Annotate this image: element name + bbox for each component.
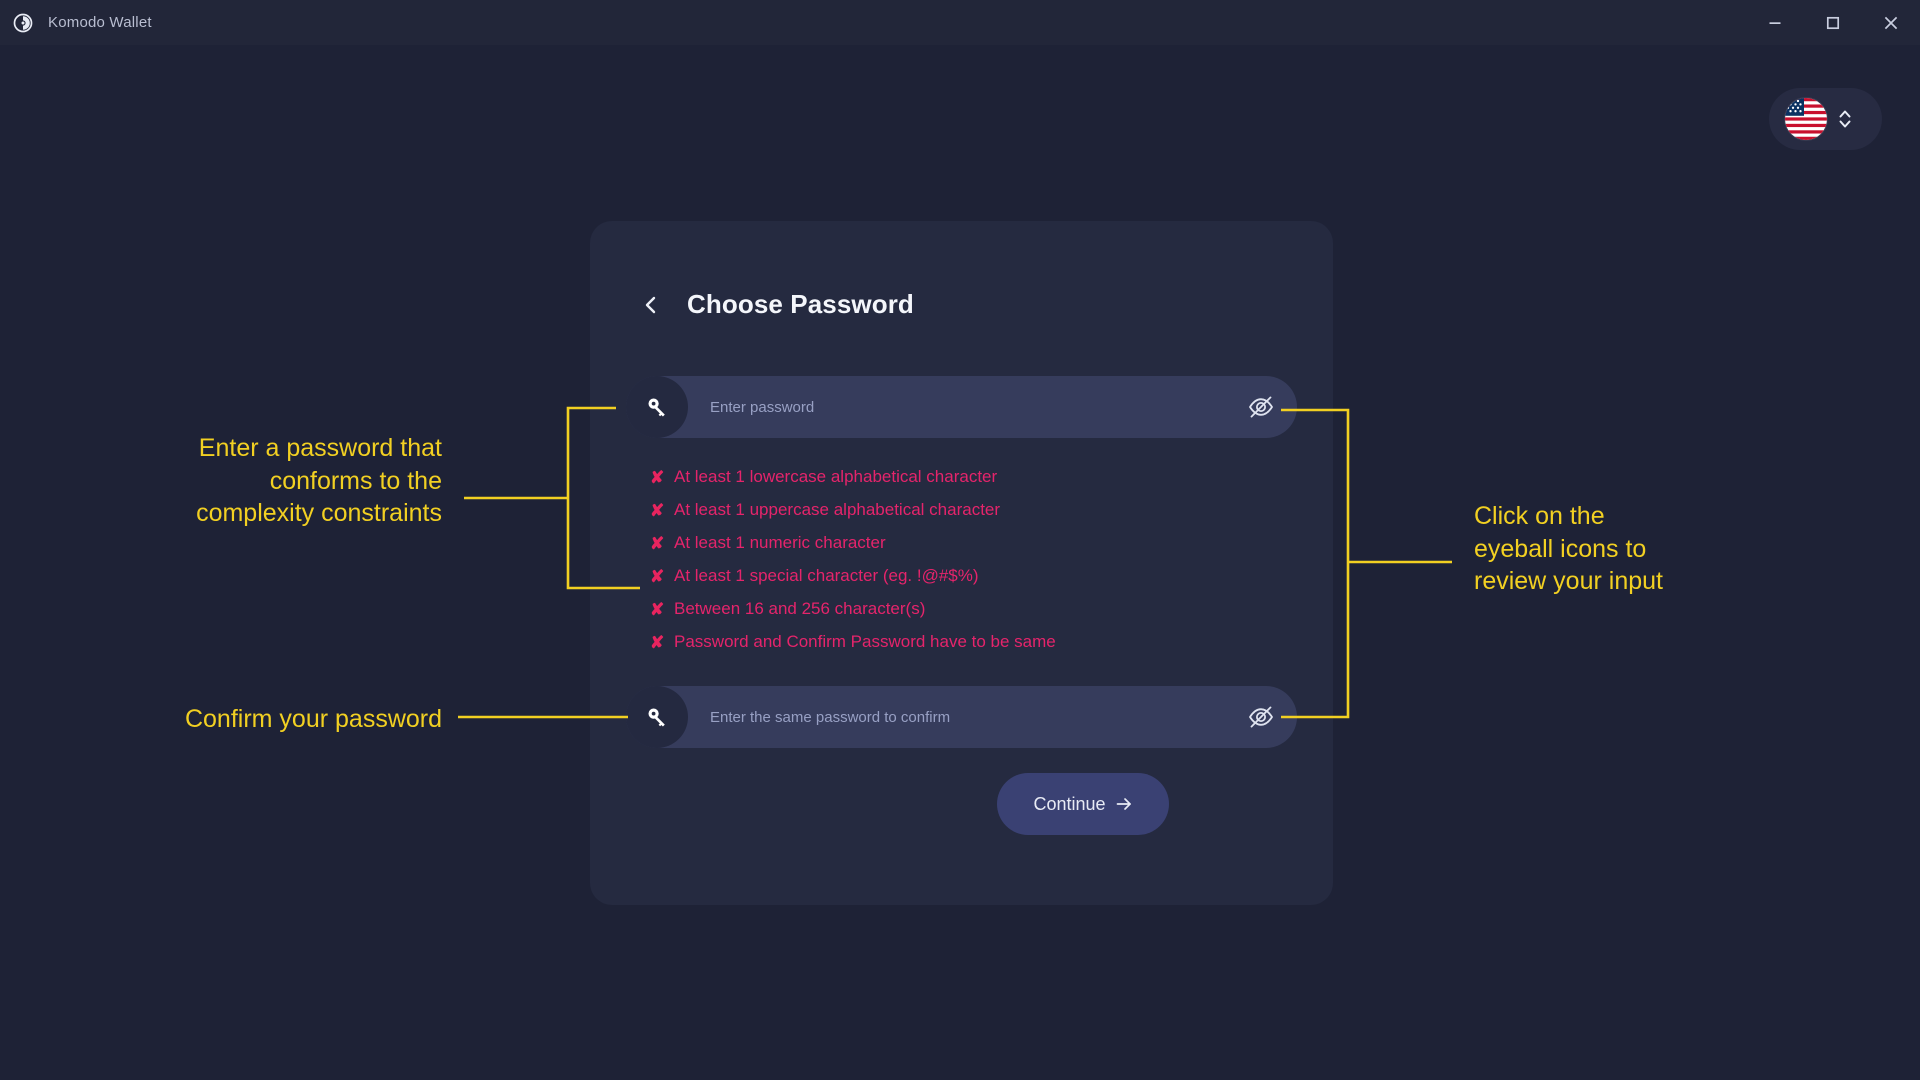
title-bar: Komodo Wallet	[0, 0, 1920, 45]
validation-row: ✘ At least 1 special character (eg. !@#$…	[650, 565, 1056, 587]
validation-text: At least 1 lowercase alphabetical charac…	[674, 467, 998, 486]
confirm-password-visibility-toggle[interactable]	[1233, 686, 1289, 748]
cross-icon: ✘	[650, 632, 665, 652]
back-button[interactable]	[636, 290, 666, 320]
cross-icon: ✘	[650, 599, 665, 619]
eye-off-icon	[1249, 396, 1273, 418]
chevron-up-down-icon	[1837, 107, 1853, 131]
password-validation-list: ✘ At least 1 lowercase alphabetical char…	[650, 466, 1056, 653]
page-title: Choose Password	[687, 289, 914, 319]
cross-icon: ✘	[650, 500, 665, 520]
cross-icon: ✘	[650, 467, 665, 487]
minimize-icon	[1769, 21, 1781, 24]
key-icon	[626, 686, 688, 748]
continue-button[interactable]: Continue	[997, 773, 1169, 835]
komodo-logo-icon	[12, 12, 34, 34]
card-header: Choose Password	[590, 221, 1333, 320]
maximize-button[interactable]	[1804, 0, 1862, 45]
password-field-wrapper	[626, 376, 1297, 438]
validation-text: At least 1 special character (eg. !@#$%)	[674, 566, 979, 585]
validation-row: ✘ At least 1 uppercase alphabetical char…	[650, 499, 1056, 521]
us-flag-icon	[1785, 98, 1827, 140]
minimize-button[interactable]	[1746, 0, 1804, 45]
validation-row: ✘ Between 16 and 256 character(s)	[650, 598, 1056, 620]
validation-row: ✘ At least 1 numeric character	[650, 532, 1056, 554]
continue-button-label: Continue	[1033, 793, 1106, 814]
confirm-password-input[interactable]	[688, 686, 1233, 748]
close-icon	[1884, 16, 1898, 29]
annotation-confirm-password: Confirm your password	[184, 705, 442, 733]
annotation-password-complexity: Enter a password that conforms to the co…	[196, 434, 442, 527]
validation-text: At least 1 numeric character	[674, 533, 886, 552]
language-selector[interactable]	[1769, 88, 1882, 150]
annotation-eyeball-icons: Click on the eyeball icons to review you…	[1474, 502, 1663, 595]
validation-text: Password and Confirm Password have to be…	[674, 632, 1056, 651]
key-icon	[626, 376, 688, 438]
validation-row: ✘ At least 1 lowercase alphabetical char…	[650, 466, 1056, 488]
password-visibility-toggle[interactable]	[1233, 376, 1289, 438]
cross-icon: ✘	[650, 566, 665, 586]
chevron-left-icon	[645, 296, 656, 313]
eye-off-icon	[1249, 706, 1273, 728]
cross-icon: ✘	[650, 533, 665, 553]
maximize-icon	[1826, 16, 1840, 29]
choose-password-card: Choose Password ✘ At least 1 low	[590, 221, 1333, 905]
validation-row: ✘ Password and Confirm Password have to …	[650, 631, 1056, 653]
confirm-password-field-wrapper	[626, 686, 1297, 748]
validation-text: Between 16 and 256 character(s)	[674, 599, 926, 618]
arrow-right-icon	[1116, 798, 1131, 810]
close-button[interactable]	[1862, 0, 1920, 45]
validation-text: At least 1 uppercase alphabetical charac…	[674, 500, 1001, 519]
app-title: Komodo Wallet	[48, 14, 152, 31]
password-input[interactable]	[688, 376, 1233, 438]
